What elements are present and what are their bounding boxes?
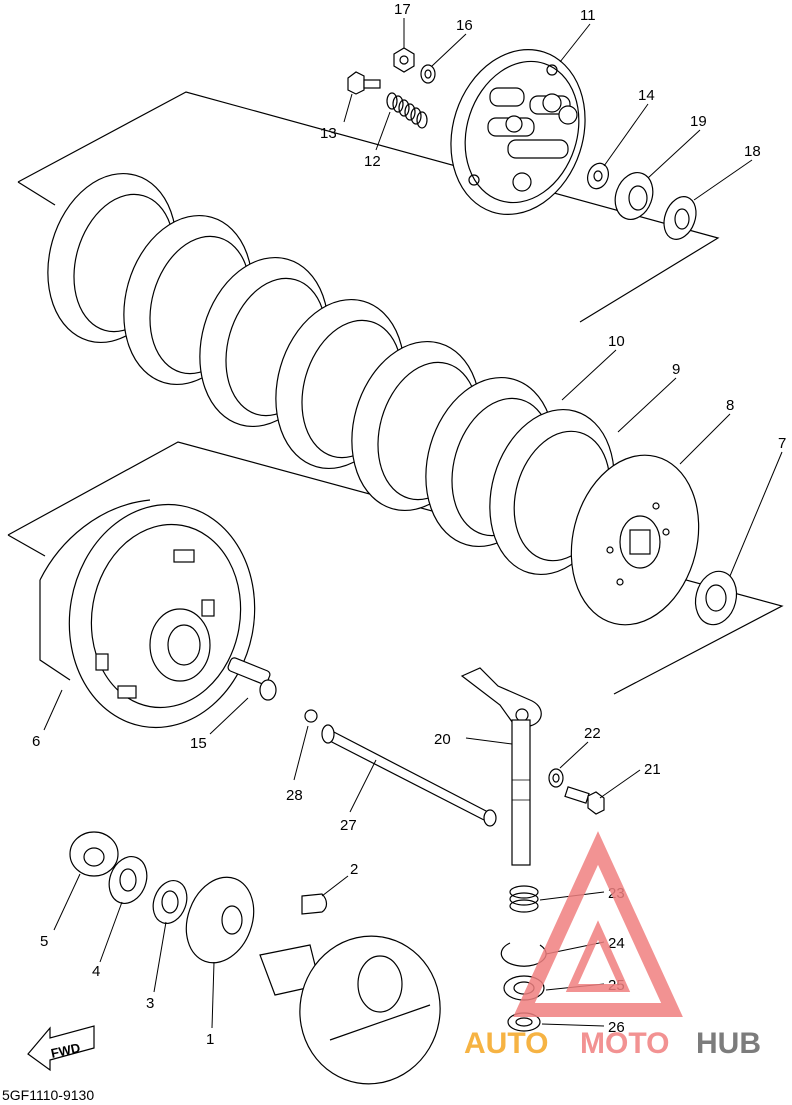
label-4: 4 bbox=[92, 963, 100, 980]
watermark-text-auto: AUTO bbox=[464, 1027, 548, 1060]
label-8: 8 bbox=[726, 397, 734, 414]
friction-plate-stack bbox=[47, 172, 615, 576]
label-16: 16 bbox=[456, 17, 473, 34]
woodruff-key bbox=[301, 893, 328, 915]
automotohub-watermark: AUTO MOTO HUB bbox=[464, 831, 761, 1060]
watermark-text-moto: MOTO bbox=[580, 1027, 669, 1060]
label-3: 3 bbox=[146, 995, 154, 1012]
label-26: 26 bbox=[608, 1019, 625, 1036]
push-lever-shaft bbox=[460, 667, 542, 866]
label-18: 18 bbox=[744, 143, 761, 160]
label-24: 24 bbox=[608, 935, 625, 952]
shaft-bolt bbox=[564, 786, 605, 815]
clutch-boss bbox=[570, 454, 700, 626]
lock-washer-small bbox=[108, 856, 148, 904]
watermark-triangle-logo bbox=[513, 831, 683, 1017]
label-5: 5 bbox=[40, 933, 48, 950]
label-20: 20 bbox=[434, 731, 451, 748]
collar bbox=[69, 831, 119, 877]
label-2: 2 bbox=[350, 861, 358, 878]
forward-arrow-marker: FWD bbox=[27, 1025, 95, 1072]
label-14: 14 bbox=[638, 87, 655, 104]
watermark-text-hub: HUB bbox=[696, 1027, 761, 1060]
label-9: 9 bbox=[672, 361, 680, 378]
label-15: 15 bbox=[190, 735, 207, 752]
washer bbox=[420, 64, 436, 84]
label-19: 19 bbox=[690, 113, 707, 130]
bearing bbox=[614, 172, 654, 220]
thrust-washer bbox=[663, 196, 697, 240]
label-28: 28 bbox=[286, 787, 303, 804]
pressure-plate bbox=[450, 49, 586, 215]
needle-bearing bbox=[507, 1012, 541, 1032]
nut bbox=[393, 47, 415, 73]
return-spring bbox=[509, 885, 539, 913]
housing-bolt bbox=[227, 657, 277, 701]
label-6: 6 bbox=[32, 733, 40, 750]
plate-stack-frame bbox=[17, 91, 720, 323]
shaft-washer bbox=[548, 768, 564, 788]
label-17: 17 bbox=[394, 1, 411, 18]
circlip-small bbox=[152, 880, 188, 924]
label-13: 13 bbox=[320, 125, 337, 142]
push-rod bbox=[321, 724, 497, 827]
label-21: 21 bbox=[644, 761, 661, 778]
label-12: 12 bbox=[364, 153, 381, 170]
crankshaft bbox=[259, 935, 441, 1085]
fwd-label: FWD bbox=[50, 1040, 82, 1061]
label-10: 10 bbox=[608, 333, 625, 350]
bolt bbox=[347, 71, 381, 95]
label-11: 11 bbox=[580, 7, 596, 24]
label-27: 27 bbox=[340, 817, 357, 834]
label-22: 22 bbox=[584, 725, 601, 742]
primary-drive-gear bbox=[185, 876, 255, 964]
label-1: 1 bbox=[206, 1031, 214, 1048]
label-7: 7 bbox=[778, 435, 786, 452]
boss-lock-washer bbox=[694, 570, 738, 626]
steel-ball bbox=[304, 709, 318, 723]
lock-washer bbox=[587, 162, 609, 190]
clutch-housing bbox=[39, 499, 256, 729]
diagram-code: 5GF1110-9130 bbox=[2, 1087, 94, 1103]
spring bbox=[386, 92, 428, 129]
